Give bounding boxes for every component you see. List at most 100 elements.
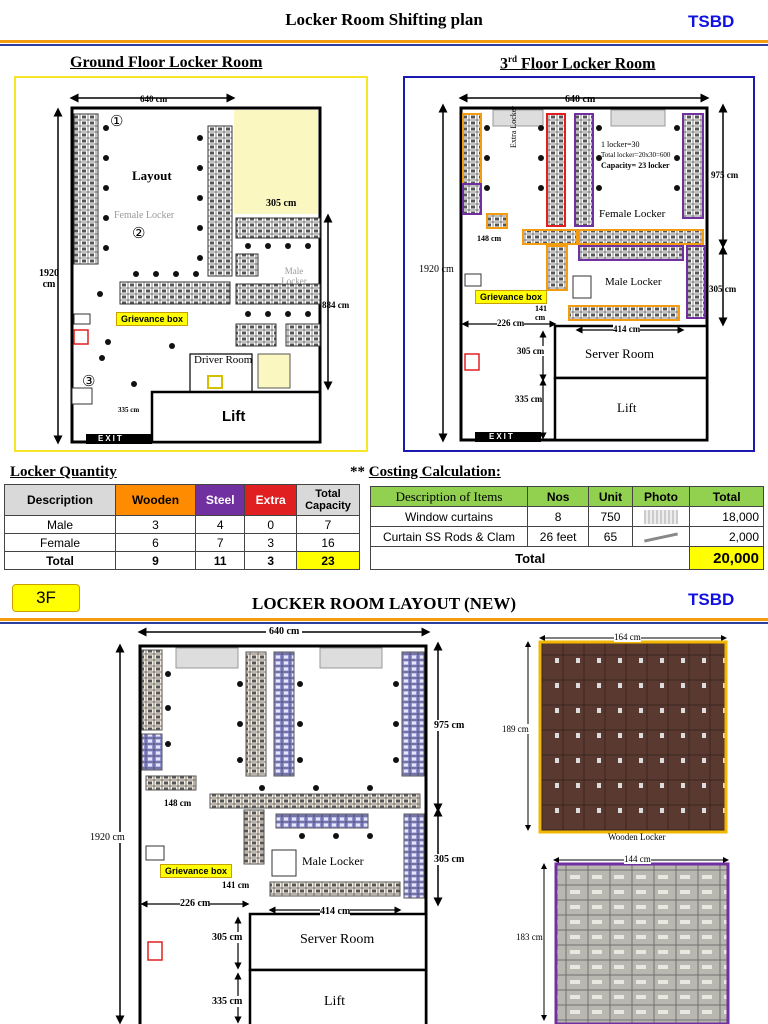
header-rule-orange [0,40,768,43]
third-dim-414: 414 cm [613,324,641,334]
ct-h-desc: Description of Items [370,486,528,507]
new-layout-drawing [115,627,443,1024]
ground-grievance-box: Grievance box [116,312,189,326]
ground-female-label: Female Locker [114,210,175,221]
costing-table: Description of Items Nos Unit Photo Tota… [369,486,764,570]
qt-h-wooden: Wooden [115,484,196,516]
qt-cell: 9 [115,551,196,570]
costing-title: ** Costing Calculation: [350,464,501,481]
qt-cell: 3 [115,515,196,534]
third-female-label: Female Locker [599,208,666,220]
third-floor-plan: 640 cm 1920 cm 975 cm 305 cm 148 cm 226 … [403,76,755,452]
third-dim-226: 226 cm [497,318,525,328]
qt-cell: 16 [296,533,360,552]
third-title-text: Floor Locker Room [517,55,656,73]
quantity-table: Description Wooden Steel Extra Total Cap… [4,484,360,570]
wood-width-dim: 164 cm [614,632,641,642]
qt-cell: 3 [244,551,297,570]
new-dim-141: 141 cm [222,880,250,890]
third-extra-label: Extra Locker [509,106,518,148]
ct-cell: Window curtains [370,506,528,527]
qt-h-description: Description [4,484,116,516]
quantity-title: Locker Quantity [10,464,117,480]
ct-h-photo: Photo [631,486,691,507]
new-dim-305: 305 cm [434,854,465,865]
third-dim-975: 975 cm [711,170,739,180]
table-row: Total 9 11 3 23 [4,551,360,570]
ground-dim-right: 884 cm [322,300,350,310]
floor-badge: 3F [12,584,80,612]
third-title-num: 3 [500,55,508,73]
third-floor-title: 3rd Floor Locker Room [500,54,656,73]
ct-cell: 18,000 [689,506,764,527]
ground-marker-1: ① [110,113,124,130]
qt-cell: Male [4,515,116,534]
ground-dim-335: 335 cm [118,406,140,414]
rod-photo [631,526,691,547]
qt-h-steel: Steel [194,484,246,516]
ct-h-unit: Unit [588,486,633,507]
ct-cell: Curtain SS Rods & Clam [370,526,528,547]
third-exit-label: EXIT [489,432,515,441]
ct-cell: 65 [588,526,633,547]
ground-marker-3: ③ [82,373,96,390]
section-rule-orange [0,618,768,621]
ground-marker-2: ② [132,225,146,242]
third-dim-left: 1920 cm [419,264,454,275]
curtain-photo [631,506,691,527]
qt-cell: Total [4,551,116,570]
locker-photos: 164 cm 189 cm Wooden Locker 144 cm 183 c… [500,630,768,1024]
steel-width-dim: 144 cm [624,854,651,864]
new-server-room: Server Room [300,932,375,947]
third-server-room: Server Room [585,346,654,361]
new-layout-plan: 640 cm 1920 cm 975 cm 305 cm 148 cm 141 … [90,624,470,1024]
new-dim-top: 640 cm [266,626,303,637]
qt-h-extra: Extra [244,484,297,516]
new-male-label: Male Locker [302,854,364,868]
new-dim-414: 414 cm [320,906,351,917]
qt-cell: 11 [194,551,246,570]
ground-dim-305: 305 cm [266,198,297,209]
costing-header-row: Description of Items Nos Unit Photo Tota… [370,486,764,507]
ground-dim-top: 640 cm [140,94,168,104]
costing-title-text: Costing Calculation: [368,464,501,480]
brand-label: TSBD [688,12,735,31]
header-rule-blue [0,44,768,46]
new-grievance-box: Grievance box [160,864,233,878]
new-dim-335: 335 cm [212,996,243,1007]
costing-total-row: Total 20,000 [369,546,764,570]
costing-title-prefix: ** [350,464,369,480]
third-dim-148: 148 cm [477,234,502,243]
new-dim-975: 975 cm [434,720,465,731]
wood-caption: Wooden Locker [608,832,666,842]
third-dim-305b: 305 cm [517,346,545,356]
third-lift-label: Lift [617,400,637,415]
new-dim-305b: 305 cm [212,932,243,943]
qt-cell: 3 [244,533,297,552]
qt-h-total: Total Capacity [296,484,360,516]
ct-cell: 8 [526,506,590,527]
qt-cell: 7 [296,515,360,534]
ground-dim-left: 1920 cm [39,268,59,290]
ground-floor-title: Ground Floor Locker Room [70,54,263,71]
third-note-1: 1 locker=30 [601,140,640,149]
table-row: Female 6 7 3 16 [4,533,360,552]
steel-height-dim: 183 cm [516,932,543,942]
new-lift-label: Lift [324,994,345,1009]
ground-floor-drawing [53,93,333,445]
ct-cell: 750 [588,506,633,527]
new-dim-148: 148 cm [164,798,192,808]
ct-cell: 2,000 [689,526,764,547]
ct-h-nos: Nos [526,486,590,507]
third-floor-drawing [438,93,728,443]
ct-cell: 26 feet [526,526,590,547]
ct-total-label: Total [369,546,691,570]
table-row: Window curtains 8 750 18,000 [370,506,764,527]
qt-cell: 4 [194,515,246,534]
third-title-sup: rd [508,54,517,64]
third-grievance-box: Grievance box [475,290,548,304]
new-dim-226: 226 cm [180,898,211,909]
third-dim-top: 640 cm [565,94,596,105]
qt-cell: 7 [194,533,246,552]
third-dim-305: 305 cm [709,284,737,294]
